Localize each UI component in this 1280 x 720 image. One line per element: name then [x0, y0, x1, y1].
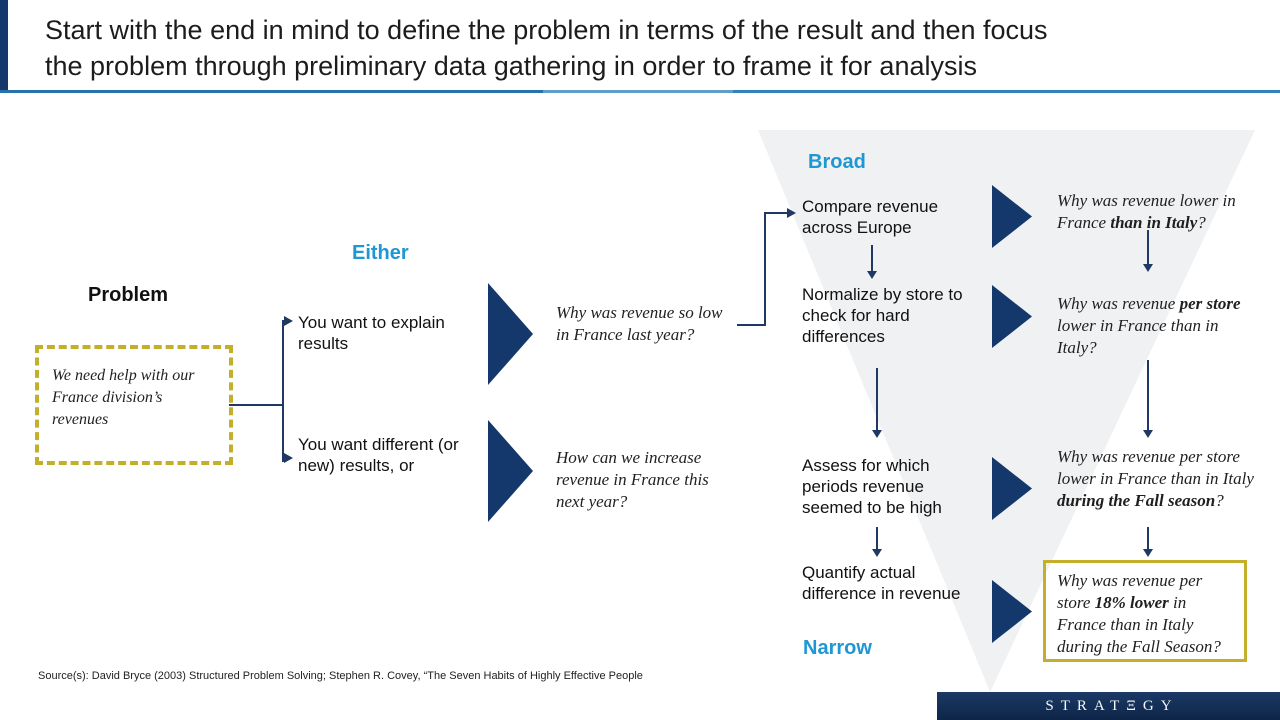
- down-arrow-icon: [1142, 230, 1154, 272]
- slide-title-line1: Start with the end in mind to define the…: [45, 15, 1048, 45]
- question-text-bold: per store: [1179, 294, 1241, 313]
- arrowhead-icon: [787, 208, 796, 218]
- refined-question-3: Why was revenue per store lower in Franc…: [1057, 446, 1262, 512]
- connector-line: [229, 404, 283, 406]
- down-arrow-icon: [871, 368, 883, 438]
- question-text-bold: than in Italy: [1110, 213, 1198, 232]
- strategy-logo: STRATΞGY: [1045, 697, 1179, 714]
- question-text: Why was revenue lower in France: [1057, 191, 1236, 232]
- refined-question-1: Why was revenue lower in France than in …: [1057, 190, 1253, 234]
- problem-statement-box: We need help with our France division’s …: [35, 345, 233, 465]
- down-arrow-icon: [1142, 360, 1154, 438]
- right-arrow-icon: [488, 420, 533, 522]
- title-underline-left: [0, 90, 543, 93]
- funnel-step-1: Compare revenue across Europe: [802, 197, 939, 237]
- question-text-bold: during the Fall season: [1057, 491, 1216, 510]
- title-underline-right: [733, 90, 1280, 93]
- problem-heading: Problem: [88, 284, 169, 306]
- title-underline-mid: [543, 90, 733, 93]
- narrow-heading: Narrow: [803, 637, 872, 659]
- broad-heading: Broad: [808, 151, 866, 173]
- question-text: Why was revenue: [1057, 294, 1180, 313]
- down-arrow-icon: [866, 245, 878, 279]
- connector-line: [282, 320, 284, 462]
- funnel-step-3: Assess for which periods revenue seemed …: [802, 456, 942, 517]
- slide-title: Start with the end in mind to define the…: [45, 12, 1255, 84]
- refined-question-4: Why was revenue per store 18% lower in F…: [1057, 570, 1235, 658]
- question-text: in France than in Italy during the Fall …: [1057, 593, 1221, 656]
- problem-statement-text: We need help with our France division’s …: [52, 367, 195, 428]
- question-text: ?: [1197, 213, 1206, 232]
- connector-line: [764, 212, 766, 326]
- question-text: lower in France than in Italy?: [1057, 316, 1219, 357]
- either-heading: Either: [352, 242, 409, 264]
- funnel-step-2: Normalize by store to check for hard dif…: [802, 285, 963, 346]
- option2-text: You want different (or new) results, or: [298, 435, 459, 475]
- connector-line: [737, 324, 766, 326]
- source-note: Source(s): David Bryce (2003) Structured…: [38, 670, 643, 682]
- funnel-step-4: Quantify actual difference in revenue: [802, 563, 961, 603]
- down-arrow-icon: [1142, 527, 1154, 557]
- arrowhead-icon: [284, 453, 293, 463]
- down-arrow-icon: [871, 527, 883, 557]
- question-text: ?: [1215, 491, 1224, 510]
- final-question-box: Why was revenue per store 18% lower in F…: [1043, 560, 1247, 662]
- slide-title-line2: the problem through preliminary data gat…: [45, 51, 977, 81]
- question-text-bold: 18% lower: [1094, 593, 1169, 612]
- question1-text: Why was revenue so low in France last ye…: [556, 303, 723, 344]
- arrowhead-icon: [284, 316, 293, 326]
- connector-line: [764, 212, 788, 214]
- question2-text: How can we increase revenue in France th…: [556, 448, 709, 511]
- footer-brand-bar: STRATΞGY: [937, 692, 1280, 720]
- title-accent-bar: [0, 0, 8, 90]
- right-arrow-icon: [488, 283, 533, 385]
- refined-question-2: Why was revenue per store lower in Franc…: [1057, 293, 1257, 359]
- question-text: Why was revenue per store lower in Franc…: [1057, 447, 1254, 488]
- question-text: Why was revenue per store: [1057, 571, 1203, 612]
- option1-text: You want to explain results: [298, 313, 445, 353]
